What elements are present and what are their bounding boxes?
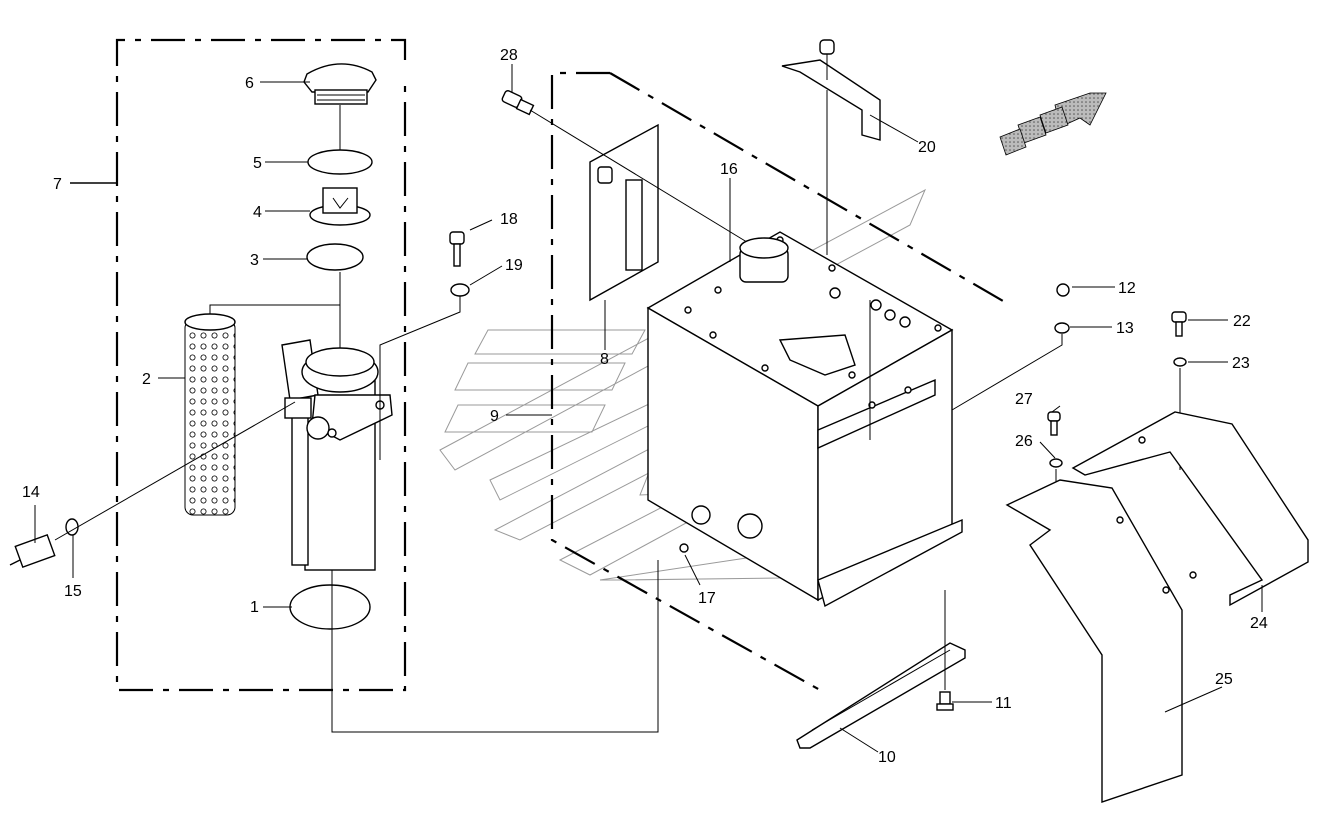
callout-15: 15 (64, 583, 82, 600)
filter-housing (281, 339, 393, 571)
filter-assembly-group-box (115, 38, 407, 692)
callout-24: 24 (1250, 615, 1268, 632)
filter-insert-cap (309, 187, 371, 226)
callout-labels: 1 2 3 4 5 6 7 8 9 10 11 12 13 14 15 16 1… (22, 47, 1268, 766)
callout-20: 20 (918, 139, 936, 156)
bolt-18 (449, 231, 465, 267)
callout-16: 16 (720, 161, 738, 178)
pressure-switch (9, 533, 56, 569)
callout-28: 28 (500, 47, 518, 64)
hydraulic-tank (646, 231, 963, 608)
callout-13: 13 (1116, 320, 1134, 337)
bottom-bracket (796, 642, 966, 749)
callout-22: 22 (1233, 313, 1251, 330)
callout-10: 10 (878, 749, 896, 766)
callout-7: 7 (53, 176, 62, 193)
callout-3: 3 (250, 252, 259, 269)
callout-27: 27 (1015, 391, 1033, 408)
washer-26 (1049, 458, 1063, 468)
callout-18: 18 (500, 211, 518, 228)
callout-9: 9 (490, 408, 499, 425)
top-bracket (781, 39, 881, 141)
callout-4: 4 (253, 204, 262, 221)
callout-23: 23 (1232, 355, 1250, 372)
nut-12 (1056, 283, 1070, 297)
leader-lines (34, 64, 1263, 753)
screw-11 (936, 691, 954, 711)
tank-breather (739, 237, 789, 283)
tank-fittings (679, 287, 911, 553)
callout-11: 11 (995, 695, 1012, 712)
level-gauge-plate (589, 123, 659, 302)
callout-2: 2 (142, 371, 151, 388)
filter-element (184, 313, 236, 516)
callout-5: 5 (253, 155, 262, 172)
filler-cap (303, 63, 377, 105)
o-ring-upper (307, 149, 373, 175)
bolt-28 (501, 90, 535, 116)
direction-arrow-icon (999, 92, 1107, 156)
callout-1: 1 (250, 599, 259, 616)
bolt-22 (1171, 311, 1187, 337)
o-ring-lower (306, 243, 364, 271)
callout-19: 19 (505, 257, 523, 274)
callout-12: 12 (1118, 280, 1136, 297)
shield-24 (1071, 411, 1309, 607)
shield-25 (1005, 479, 1183, 803)
callout-8: 8 (600, 351, 609, 368)
washer-19 (450, 283, 470, 297)
bolt-27 (1047, 411, 1061, 436)
washer-23 (1173, 357, 1187, 367)
washer-13 (1054, 322, 1070, 334)
tank-group-box (550, 71, 1011, 691)
callout-17: 17 (698, 590, 716, 607)
callout-14: 14 (22, 484, 40, 501)
callout-26: 26 (1015, 433, 1033, 450)
flange-gasket (289, 584, 371, 630)
callout-6: 6 (245, 75, 254, 92)
callout-25: 25 (1215, 671, 1233, 688)
